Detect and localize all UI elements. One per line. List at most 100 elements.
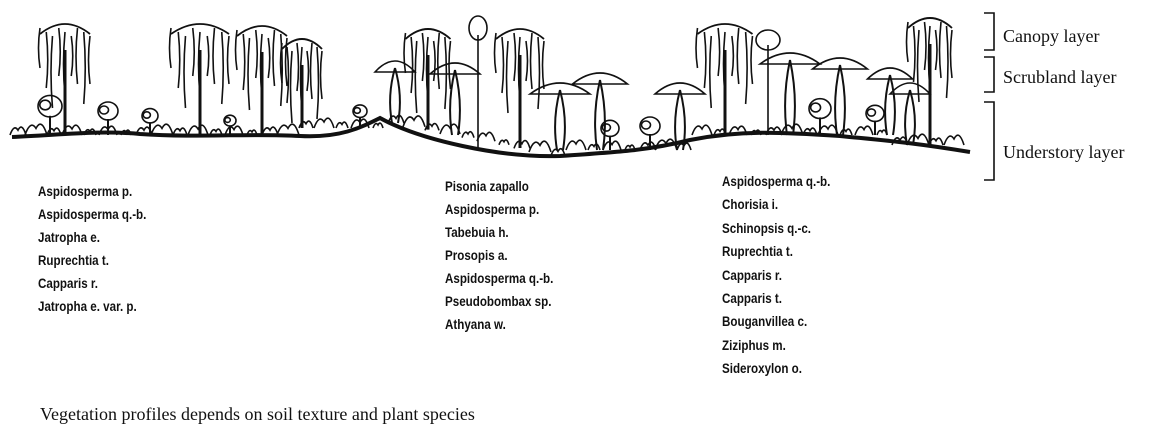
weeping-branch	[170, 28, 172, 68]
weeping-branch	[951, 30, 953, 78]
species-item: Pseudobombax sp.	[445, 290, 553, 313]
weeping-branch	[51, 36, 53, 108]
understory-layer-label: Understory layer	[1003, 142, 1124, 163]
tree-crown	[143, 112, 150, 118]
species-item: Aspidosperma q.-b.	[38, 203, 146, 226]
weeping-branch	[543, 41, 545, 89]
tree-trunk	[560, 90, 565, 150]
weeping-branch	[445, 37, 447, 109]
weeping-branch	[415, 41, 417, 113]
weeping-branch	[737, 28, 739, 84]
tree-trunk	[595, 80, 600, 150]
weeping-branch	[526, 41, 528, 81]
weeping-branch	[907, 22, 909, 62]
weeping-branch	[422, 33, 424, 81]
species-item: Jatropha e. var. p.	[38, 295, 146, 318]
species-list-right: Aspidosperma q.-b.Chorisia i.Schinopsis …	[722, 170, 830, 381]
weeping-branch	[531, 33, 533, 89]
shrub	[566, 140, 586, 150]
tree-trunk	[840, 65, 845, 135]
weeping-branch	[317, 47, 319, 119]
ground-line	[12, 118, 970, 156]
shrub	[477, 132, 495, 141]
tree-trunk	[390, 68, 395, 123]
weeping-branch	[732, 36, 734, 76]
weeping-branch	[307, 51, 309, 91]
species-item: Ruprechtia t.	[722, 240, 830, 263]
weeping-branch	[178, 32, 180, 88]
weeping-branch	[184, 36, 186, 108]
shrub	[499, 140, 509, 145]
species-item: Aspidosperma p.	[445, 198, 553, 221]
species-item: Ziziphus m.	[722, 334, 830, 357]
shrub	[944, 135, 964, 145]
figure-caption: Vegetation profiles depends on soil text…	[40, 404, 475, 425]
species-item: Aspidosperma q.-b.	[445, 267, 553, 290]
weeping-branch	[287, 47, 289, 103]
weeping-branch	[268, 38, 270, 78]
tree-crown	[867, 109, 875, 116]
species-item: Chorisia i.	[722, 193, 830, 216]
species-item: Prosopis a.	[445, 244, 553, 267]
weeping-branch	[502, 37, 504, 93]
tree-trunk	[885, 75, 890, 135]
tree-trunk	[890, 75, 895, 135]
weeping-branch	[925, 22, 927, 70]
tree-trunk	[790, 60, 795, 135]
tree-trunk	[600, 80, 605, 150]
weeping-branch	[311, 43, 313, 99]
weeping-branch	[236, 30, 238, 70]
weeping-branch	[243, 34, 245, 90]
shrub	[373, 123, 383, 128]
weeping-branch	[213, 28, 215, 84]
species-item: Bouganvillea c.	[722, 310, 830, 333]
tree-crown	[354, 108, 360, 114]
species-item: Tabebuia h.	[445, 221, 553, 244]
weeping-branch	[936, 30, 938, 70]
shrub	[336, 122, 348, 128]
scrubland-layer-label: Scrubland layer	[1003, 67, 1116, 88]
weeping-branch	[248, 38, 250, 110]
weeping-branch	[438, 33, 440, 89]
species-item: Schinopsis q.-c.	[722, 217, 830, 240]
species-item: Pisonia zapallo	[445, 175, 553, 198]
tree-crown	[40, 100, 51, 110]
weeping-branch	[222, 32, 224, 104]
weeping-branch	[449, 41, 451, 89]
weeping-branch	[495, 33, 497, 73]
species-item: Capparis r.	[38, 272, 146, 295]
understory-bracket	[984, 102, 994, 180]
weeping-branch	[321, 51, 323, 99]
shrub	[514, 141, 530, 149]
tree-trunk	[555, 90, 560, 150]
shrub	[403, 116, 425, 127]
weeping-branch	[947, 26, 949, 98]
tree-crown	[100, 106, 109, 114]
tree-crown	[602, 124, 610, 131]
weeping-branch	[39, 28, 41, 68]
layer-brackets	[984, 13, 994, 180]
tree-trunk	[835, 65, 840, 135]
tree-crown	[225, 118, 230, 123]
weeping-branch	[514, 33, 516, 81]
weeping-branch	[46, 32, 48, 88]
species-list-middle: Pisonia zapalloAspidosperma p.Tabebuia h…	[445, 175, 553, 336]
species-item: Capparis r.	[722, 264, 830, 287]
weeping-branch	[710, 36, 712, 108]
species-item: Ruprechtia t.	[38, 249, 146, 272]
weeping-branch	[507, 41, 509, 113]
weeping-branch	[291, 51, 293, 123]
weeping-branch	[228, 36, 230, 84]
weeping-branch	[751, 36, 753, 84]
weeping-branch	[411, 37, 413, 93]
species-item: Capparis t.	[722, 287, 830, 310]
canopy-layer-label: Canopy layer	[1003, 26, 1099, 47]
shrub	[588, 144, 600, 150]
canopy-bracket	[984, 13, 994, 50]
weeping-branch	[918, 30, 920, 102]
shrub	[877, 130, 887, 135]
weeping-branch	[207, 36, 209, 76]
vegetation-profile-drawing	[0, 0, 1169, 195]
species-item: Jatropha e.	[38, 226, 146, 249]
shrub	[10, 127, 26, 135]
